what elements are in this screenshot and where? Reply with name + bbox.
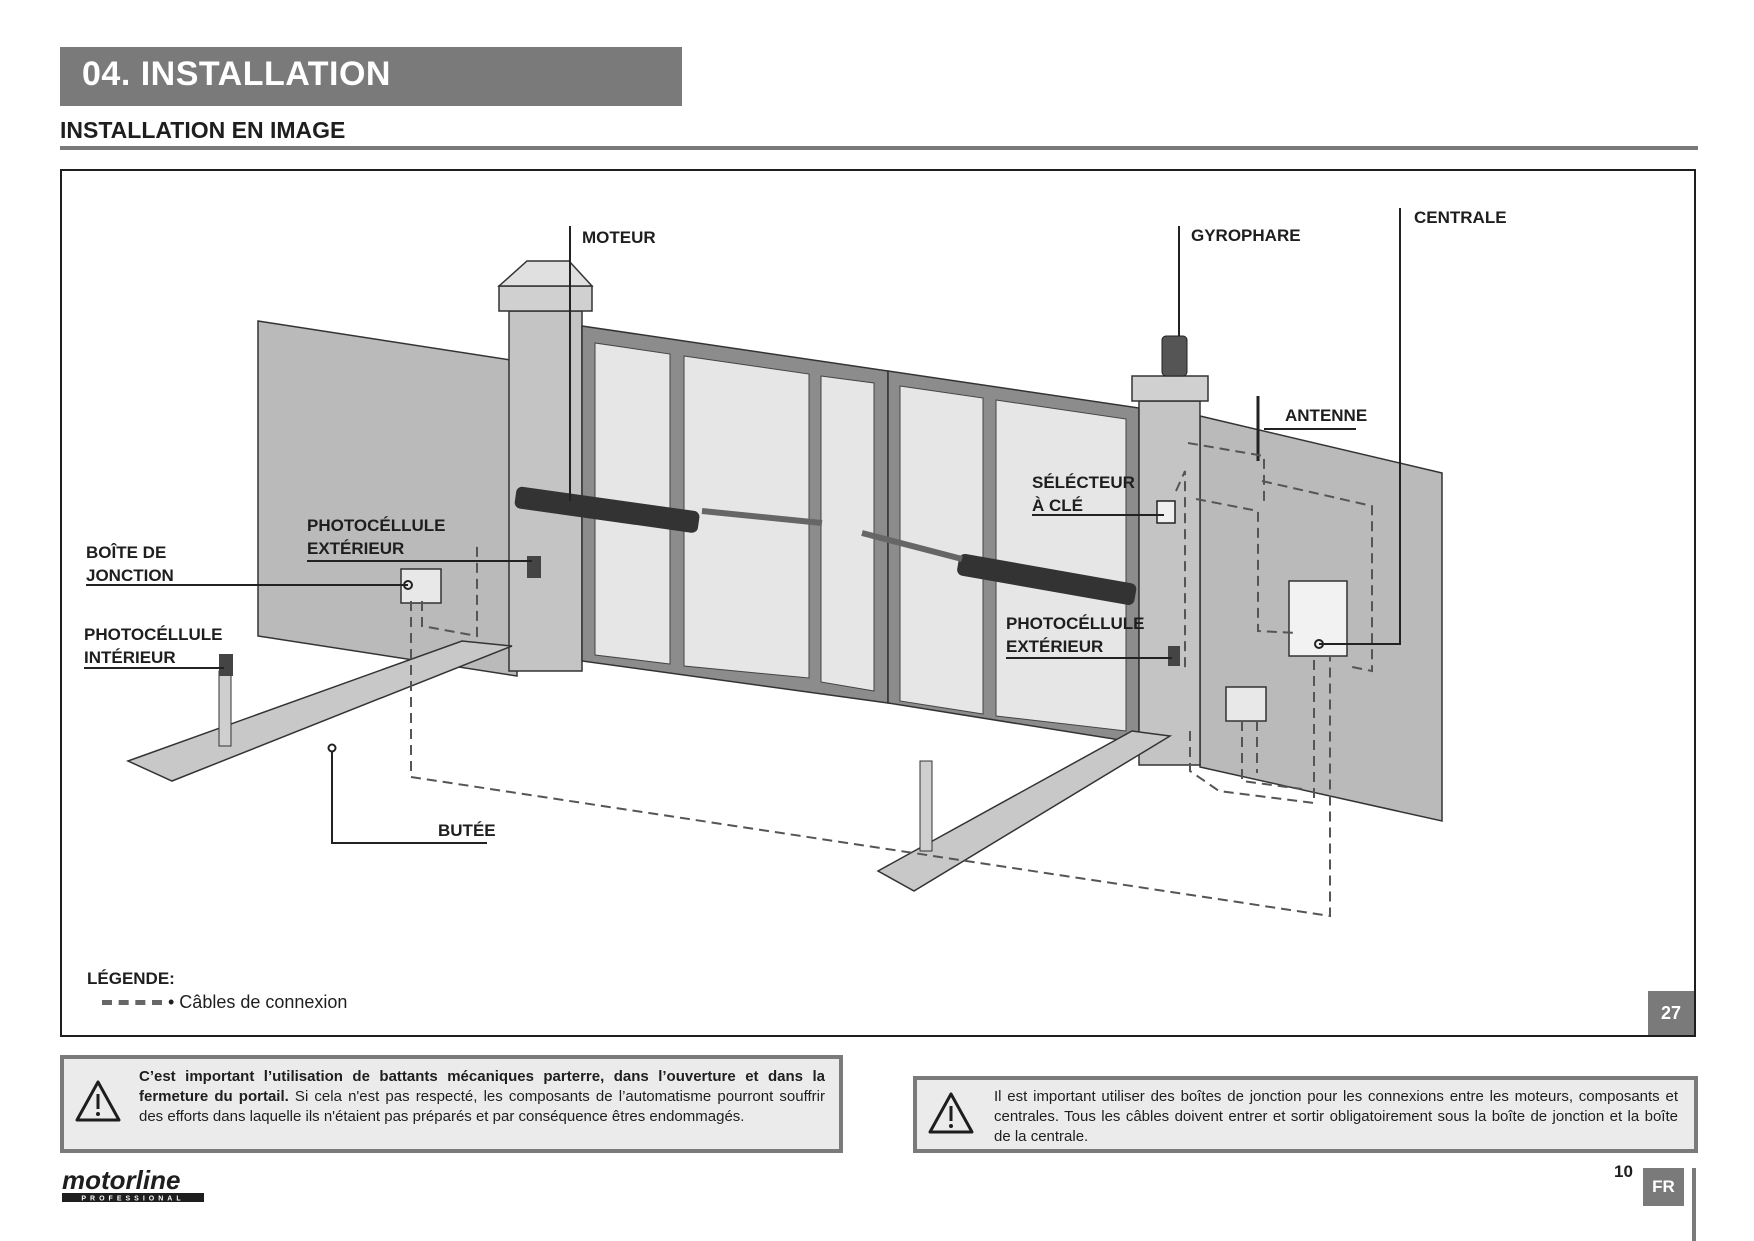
- legend-item-label: • Câbles de connexion: [168, 992, 348, 1012]
- left-pillar-cap-top: [497, 260, 594, 287]
- label-moteur: MOTEUR: [582, 228, 656, 247]
- leader-centrale: [1319, 208, 1401, 645]
- right-pillar-cap: [1131, 375, 1209, 402]
- butee-marker: [327, 743, 337, 753]
- svg-text:PROFESSIONAL: PROFESSIONAL: [81, 1196, 184, 1203]
- photocell-ext-right: [1168, 646, 1180, 666]
- label-photocellule-interieur: PHOTOCÉLLULE INTÉRIEUR: [84, 625, 223, 667]
- gate-panel: [995, 399, 1127, 732]
- connection-cables: [410, 442, 1373, 918]
- key-selector: [1156, 500, 1176, 524]
- label-butee: BUTÉE: [438, 821, 496, 840]
- language-badge: FR: [1643, 1168, 1684, 1206]
- subsection-title: INSTALLATION EN IMAGE: [60, 117, 346, 143]
- gate-panel: [820, 375, 875, 692]
- subsection-rule: [60, 146, 1698, 150]
- label-antenne: ANTENNE: [1285, 406, 1368, 425]
- warning-box-junction-boxes: Il est important utiliser des boîtes de …: [913, 1076, 1698, 1153]
- ground-beam-right: [876, 730, 1173, 892]
- label-gyrophare: GYROPHARE: [1191, 226, 1301, 245]
- page-edge-bar: [1692, 1168, 1696, 1241]
- page-number: 10: [1614, 1162, 1633, 1181]
- photocell-int-post-right: [919, 760, 933, 852]
- gate-installation-illustration: [84, 208, 1443, 918]
- warning-triangle-icon: [75, 1080, 121, 1122]
- right-pillar: [1138, 400, 1201, 766]
- motor-left-arm: [701, 508, 823, 526]
- motorline-logo: motorline PROFESSIONAL: [62, 1165, 204, 1203]
- label-selecteur-a-cle: SÉLÉCTEUR À CLÉ: [1032, 473, 1135, 515]
- label-photocellule-exterieur-left: PHOTOCÉLLULE EXTÉRIEUR: [307, 516, 446, 558]
- motor-right: [957, 553, 1137, 605]
- warning-text: Il est important utiliser des boîtes de …: [994, 1088, 1678, 1145]
- section-banner: 04. INSTALLATION: [60, 47, 682, 106]
- photocell-int-post-left: [218, 670, 232, 747]
- figure-number: 27: [1648, 991, 1694, 1035]
- svg-text:motorline: motorline: [62, 1165, 180, 1195]
- dashed-cable-swatch: [102, 1000, 162, 1005]
- motor-right-arm: [861, 530, 963, 562]
- junction-box-right: [1225, 686, 1267, 722]
- photocell-ext-left: [527, 556, 541, 578]
- left-wall: [257, 320, 518, 677]
- label-centrale: CENTRALE: [1414, 208, 1507, 227]
- photocell-int-left: [219, 654, 233, 676]
- warning-triangle-icon: [928, 1092, 974, 1134]
- legend-title: LÉGENDE:: [87, 969, 175, 988]
- legend-item: • Câbles de connexion: [102, 992, 347, 1013]
- installation-figure: MOTEUR GYROPHARE CENTRALE ANTENNE SÉLÉCT…: [60, 169, 1696, 1037]
- warning-text: C’est important l’utilisation de battant…: [139, 1068, 825, 1125]
- leader-lines: [84, 208, 1401, 844]
- left-pillar-cap: [498, 285, 593, 312]
- gate-panel: [899, 385, 984, 715]
- label-boite-de-jonction: BOÎTE DE JONCTION: [86, 543, 174, 585]
- flashing-light: [1161, 335, 1188, 377]
- motor-left: [514, 486, 700, 533]
- leader-butee: [331, 751, 487, 844]
- label-photocellule-exterieur-right: PHOTOCÉLLULE EXTÉRIEUR: [1006, 614, 1145, 656]
- section-title: 04. INSTALLATION: [82, 55, 391, 93]
- warning-box-mechanical-stops: C’est important l’utilisation de battant…: [60, 1055, 843, 1153]
